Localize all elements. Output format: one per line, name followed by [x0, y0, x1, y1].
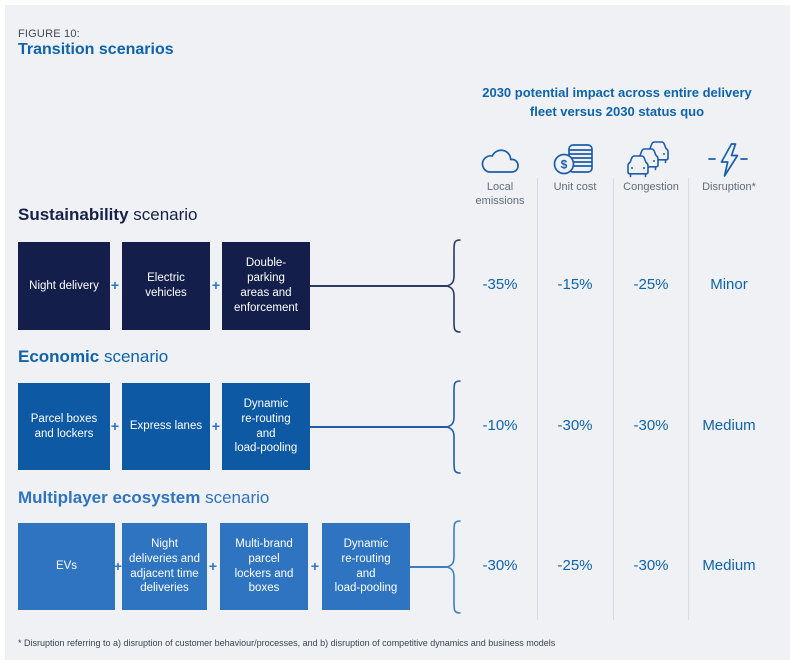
- brace: [444, 238, 462, 334]
- value-s2-congestion: -30%: [633, 417, 669, 434]
- scenario3-box-dynamic-rerouting: Dynamic re-routing and load-pooling: [322, 523, 410, 610]
- figure-title: Transition scenarios: [18, 41, 174, 58]
- dollar-glyph: $: [561, 158, 568, 172]
- footnote: * Disruption referring to a) disruption …: [18, 638, 556, 648]
- value-s1-local-emissions: -35%: [482, 276, 518, 293]
- column-divider: [688, 178, 689, 620]
- value-s3-local-emissions: -30%: [482, 557, 518, 574]
- traffic-icon: [626, 138, 674, 180]
- column-label-disruption: Disruption*: [702, 181, 756, 193]
- scenario2-box-parcel-boxes: Parcel boxes and lockers: [18, 383, 110, 470]
- brace: [444, 379, 462, 475]
- scenario3-box-evs: EVs: [18, 523, 115, 610]
- column-label-unit-cost: Unit cost: [553, 181, 597, 193]
- figure-label: FIGURE 10:: [18, 28, 80, 40]
- column-divider: [537, 178, 538, 620]
- scenario1-box-night-delivery: Night delivery: [18, 242, 110, 330]
- plus-sign: +: [113, 558, 123, 574]
- value-s3-unit-cost: -25%: [557, 557, 593, 574]
- value-s1-disruption: Minor: [710, 276, 748, 293]
- scenario1-box-electric-vehicles: Electric vehicles: [122, 242, 210, 330]
- scenario3-box-night-deliveries: Night deliveries and adjacent time deliv…: [122, 523, 207, 610]
- coins-icon: $: [553, 142, 597, 178]
- plus-sign: +: [110, 418, 120, 434]
- scenario3-box-multibrand-lockers: Multi-brand parcel lockers and boxes: [220, 523, 308, 610]
- plus-sign: +: [211, 277, 221, 293]
- value-s1-congestion: -25%: [633, 276, 669, 293]
- value-s2-local-emissions: -10%: [482, 417, 518, 434]
- plus-sign: +: [310, 558, 320, 574]
- connector-line: [310, 426, 447, 428]
- value-s3-disruption: Medium: [702, 557, 756, 574]
- connector-line: [410, 566, 447, 568]
- column-label-local-emissions: Local emissions: [475, 181, 525, 207]
- impact-header-title: 2030 potential impact across entire deli…: [482, 85, 752, 119]
- value-s2-unit-cost: -30%: [557, 417, 593, 434]
- connector-line: [310, 285, 447, 287]
- value-s1-unit-cost: -15%: [557, 276, 593, 293]
- scenario2-box-dynamic-rerouting: Dynamic re-routing and load-pooling: [222, 383, 310, 470]
- cloud-icon: [478, 146, 522, 178]
- scenario-heading-multiplayer: Multiplayer ecosystem scenario: [18, 488, 270, 507]
- lightning-icon: [706, 142, 750, 178]
- plus-sign: +: [110, 277, 120, 293]
- scenario1-box-double-parking: Double- parking areas and enforcement: [222, 242, 310, 330]
- plus-sign: +: [208, 558, 218, 574]
- scenario-heading-sustainability: Sustainability scenario: [18, 205, 198, 224]
- value-s2-disruption: Medium: [702, 417, 756, 434]
- scenario-heading-economic: Economic scenario: [18, 347, 169, 366]
- scenario2-box-express-lanes: Express lanes: [122, 383, 210, 470]
- column-label-congestion: Congestion: [623, 181, 679, 193]
- value-s3-congestion: -30%: [633, 557, 669, 574]
- plus-sign: +: [211, 418, 221, 434]
- column-divider: [613, 178, 614, 620]
- brace: [444, 519, 462, 615]
